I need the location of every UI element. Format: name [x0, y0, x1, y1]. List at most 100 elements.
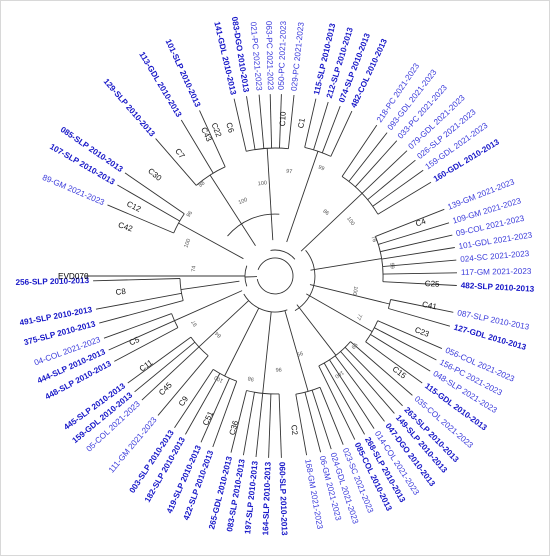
leaf-branch [334, 355, 385, 422]
backbone-arc [270, 249, 296, 260]
bootstrap-value-12: 100 [351, 286, 359, 296]
leaf-branch [377, 320, 443, 350]
leaf-branch [304, 98, 317, 148]
leaf-branch [318, 365, 356, 440]
clade-arc-6 [375, 236, 384, 282]
clade-arc-7 [387, 299, 392, 309]
leaf-branch [390, 299, 454, 313]
bootstrap-value-16: 99 [296, 349, 304, 357]
internal-node-C12: C12 [125, 199, 143, 214]
internal-node-C2: C2 [289, 424, 299, 436]
leaf-branch [388, 308, 451, 327]
leaf-branch [350, 341, 413, 396]
internal-node-C51: C51 [201, 409, 216, 427]
backbone-arc-inner [256, 257, 294, 295]
internal-node-C45: C45 [157, 380, 174, 397]
leaf-label-14: 029-PC 2021-2023 [290, 21, 306, 91]
bootstrap-value-19: 100 [213, 374, 224, 384]
bootstrap-value-4: 100 [238, 197, 249, 206]
leaf-label-6: 129-SLP 2010-2013 [102, 77, 157, 139]
leaf-branch [269, 94, 273, 149]
leaf-branch [174, 369, 214, 429]
clade-stem-2 [209, 174, 256, 246]
leaf-branch [157, 355, 209, 416]
leaf-branch [255, 393, 264, 458]
leaf-branch [268, 393, 272, 458]
leaf-branch [304, 392, 322, 453]
leaf-branch [258, 94, 265, 149]
clade-arc-9 [318, 341, 351, 367]
backbone-arc [294, 250, 316, 311]
leaf-branch [341, 124, 378, 177]
leaf-branch [375, 208, 445, 237]
leaf-branch [242, 392, 255, 456]
leaf-label-51: 164-SLP 2010-2013 [261, 461, 273, 535]
leaf-branch [124, 172, 185, 215]
bootstrap-value-6: 97 [286, 169, 293, 176]
leaf-branch [295, 394, 308, 456]
internal-node-labels: C1C4C5C6C7C8C9C10C11C12C15C22C23C25C30C3… [115, 111, 440, 436]
tree-branches [93, 94, 458, 458]
leaf-branch [321, 105, 341, 153]
leaf-branch [287, 94, 295, 149]
leaf-branch [233, 98, 247, 152]
internal-node-C8: C8 [115, 287, 127, 297]
leaf-branch [313, 101, 329, 150]
leaf-branch [127, 336, 192, 384]
leaf-branch [378, 222, 450, 245]
clade-stem-5 [300, 193, 363, 252]
internal-node-C41: C41 [421, 300, 438, 312]
internal-node-C42: C42 [117, 220, 134, 233]
leaf-branch [354, 140, 398, 188]
clade-stem-13 [198, 300, 250, 348]
bootstrap-value-8: 86 [321, 208, 330, 217]
leaf-branch [95, 292, 182, 310]
clade-stem-14 [174, 290, 243, 322]
bootstrap-value-11: 99 [388, 263, 395, 270]
leaf-branch [103, 313, 172, 339]
leaf-branch [348, 132, 388, 182]
leaf-branch [107, 204, 174, 234]
clade-arc-12 [212, 369, 237, 382]
leaf-label-31: 117-GM 2021-2023 [461, 267, 532, 277]
clade-stem-4 [286, 151, 319, 243]
leaf-branch [134, 341, 196, 393]
leaf-branch [108, 320, 175, 351]
leaf-branch [382, 259, 457, 268]
internal-node-C36: C36 [228, 419, 241, 436]
leaf-branch [367, 159, 416, 201]
leaf-label-52: 197-SLP 2010-2013 [243, 460, 260, 535]
leaf-branch [382, 272, 458, 275]
leaf-label-11: 021-PC 2021-2023 [249, 21, 264, 91]
leaf-branch [93, 278, 181, 282]
clade-stem-1 [178, 222, 244, 260]
leaf-label-3: 89-GM 2021-2023 [41, 173, 106, 207]
internal-node-C1: C1 [296, 117, 307, 129]
leaf-branch [323, 362, 365, 435]
bootstrap-value-1: 100 [183, 238, 192, 249]
backbone-arc [227, 213, 280, 237]
bootstrap-value-21: 97 [191, 319, 199, 327]
leaf-label-55: 422-SLP 2010-2013 [182, 449, 216, 522]
leaf-label-13: 050-PC 2021-2023 [277, 20, 288, 90]
internal-node-C4: C4 [414, 216, 427, 228]
internal-node-C6: C6 [224, 121, 236, 134]
leaf-branch [199, 110, 226, 167]
internal-node-C11: C11 [138, 358, 155, 374]
bootstrap-value-18: 98 [247, 375, 254, 382]
leaf-branch [365, 341, 423, 384]
leaf-branch [141, 346, 200, 401]
bootstrap-value-3: 88 [198, 180, 207, 189]
clade-stem-6 [310, 258, 382, 271]
bootstrap-value-17: 96 [275, 366, 281, 372]
bootstrap-value-5: 100 [258, 180, 268, 187]
leaf-branch [370, 334, 431, 372]
leaf-label-12: 063-PC 2021-2023 [264, 21, 275, 91]
clade-arc-14 [171, 313, 179, 328]
clade-stem-7 [309, 284, 390, 305]
bootstrap-value-14: 99 [350, 341, 359, 350]
leaf-label-0: 256-SLP 2010-2013 [15, 276, 89, 287]
leaf-branch [319, 387, 344, 445]
bootstrap-value-0: 74 [191, 266, 198, 273]
leaf-branch [117, 184, 180, 222]
